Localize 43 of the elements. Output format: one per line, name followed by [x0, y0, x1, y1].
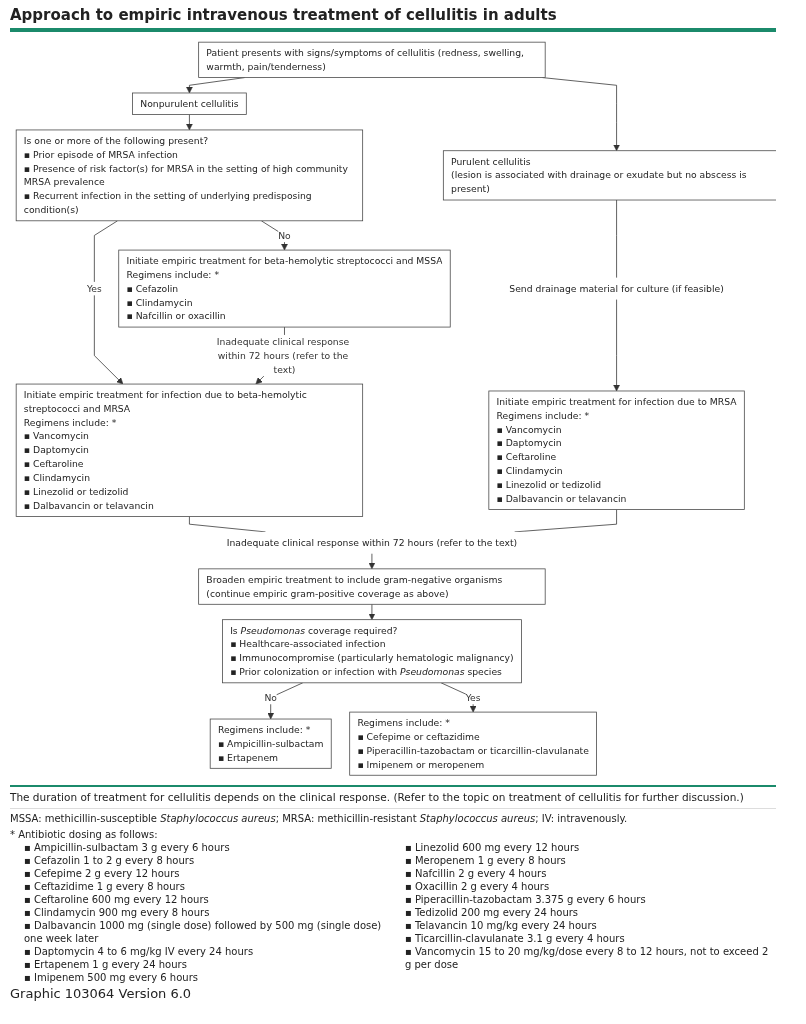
abbreviations-note: MSSA: methicillin-susceptible Staphylococcus aureus; MRSA: methicillin-resistant Staphylococcus aureus; IV: intravenously.: [10, 812, 629, 826]
node-box: Initiate empiric treatment for beta-hemolytic streptococci and MSSA Regimens include: * ▪ Cefazolin ▪ Clindamycin ▪ Nafcillin or oxacillin: [118, 249, 451, 328]
title: Approach to empiric intravenous treatment of cellulitis in adults: [10, 4, 776, 32]
connector: [616, 199, 617, 279]
dosing-item: ▪ Ertapenem 1 g every 24 hours: [24, 958, 188, 972]
dosing-item: ▪ Ticarcillin-clavulanate 3.1 g every 4 hours: [405, 932, 626, 946]
dosing-item: ▪ Daptomycin 4 to 6 mg/kg IV every 24 hours: [24, 945, 255, 959]
dosing-item: ▪ Cefazolin 1 to 2 g every 8 hours: [24, 854, 196, 868]
edge-label: Yes: [86, 283, 102, 294]
edge-label: No: [264, 692, 277, 703]
dosing-item: ▪ Telavancin 10 mg/kg every 24 hours: [405, 919, 598, 933]
node-box: Regimens include: * ▪ Ampicillin-sulbactam ▪ Ertapenem: [209, 718, 332, 769]
edge-label: Yes: [465, 692, 481, 703]
node-box: Patient presents with signs/symptoms of cellulitis (redness, swelling, warmth, pain/tenderness): [198, 41, 546, 78]
dosing-item: ▪ Cefepime 2 g every 12 hours: [24, 867, 181, 881]
node-text: Send drainage material for culture (if feasible): [509, 283, 724, 294]
node-box: Initiate empiric treatment for infection due to beta-hemolytic streptococci and MRSA Regimens include: * ▪ Vancomycin ▪ Daptomycin ▪ Ceftaroline ▪ Clindamycin ▪ Linezolid or tedizolid ▪ Dalbavancin or telavancin: [15, 383, 364, 517]
edge-label: No: [278, 230, 291, 241]
note-text: The duration of treatment for cellulitis depends on the clinical response. (Refer to the topic on treatment of cellulitis for further discussion.): [10, 785, 776, 810]
dosing-item: ▪ Imipenem 500 mg every 6 hours: [24, 971, 199, 985]
footnote-heading: * Antibiotic dosing as follows:: [10, 828, 159, 842]
node-box: Is one or more of the following present? ▪ Prior episode of MRSA infection ▪ Presence of risk factor(s) for MRSA in the setting of high community MRSA prevalence ▪ Recurrent infection in the setting of underlying predisposing condition(s): [15, 129, 364, 222]
dosing-item: ▪ Nafcillin 2 g every 4 hours: [405, 867, 548, 881]
node-box: Initiate empiric treatment for infection due to MRSA Regimens include: * ▪ Vancomycin ▪ Daptomycin ▪ Ceftaroline ▪ Clindamycin ▪ Linezolid or tedizolid ▪ Dalbavancin or telavancin: [488, 390, 745, 510]
dosing-item: ▪ Tedizolid 200 mg every 24 hours: [405, 906, 580, 920]
node-box: Nonpurulent cellulitis: [132, 92, 247, 115]
dosing-item: ▪ Ceftazidime 1 g every 8 hours: [24, 880, 186, 894]
node-box: Is Pseudomonas coverage required? ▪ Healthcare-associated infection ▪ Immunocompromise (particularly hematologic malignancy) ▪ Prior colonization or infection with Pseudomonas species: [222, 619, 522, 684]
node-box: Purulent cellulitis (lesion is associated with drainage or exudate but no abscess is present): [442, 150, 776, 201]
node-text: Inadequate clinical response within 72 hours (refer to the text): [226, 537, 518, 549]
edge-label: Inadequate clinical response within 72 hours (refer to the text): [216, 336, 350, 375]
dosing-item: ▪ Ampicillin-sulbactam 3 g every 6 hours: [24, 841, 231, 855]
dosing-item: ▪ Vancomycin 15 to 20 mg/kg/dose every 8 to 12 hours, not to exceed 2 g per dose: [405, 945, 770, 972]
node-box: Regimens include: * ▪ Cefepime or ceftazidime ▪ Piperacillin-tazobactam or ticarcillin-clavulanate ▪ Imipenem or meropenem: [349, 711, 597, 776]
dosing-item: ▪ Dalbavancin 1000 mg (single dose) followed by 500 mg (single dose) one week later: [24, 919, 383, 946]
dosing-item: ▪ Linezolid 600 mg every 12 hours: [405, 841, 581, 855]
dosing-item: ▪ Ceftaroline 600 mg every 12 hours: [24, 893, 210, 907]
version-text: Graphic 103064 Version 6.0: [10, 986, 193, 1002]
dosing-item: ▪ Piperacillin-tazobactam 3.375 g every 6 hours: [405, 893, 647, 907]
dosing-item: ▪ Clindamycin 900 mg every 8 hours: [24, 906, 211, 920]
dosing-item: ▪ Oxacillin 2 g every 4 hours: [405, 880, 551, 894]
dosing-item: ▪ Meropenem 1 g every 8 hours: [405, 854, 567, 868]
node-box: Broaden empiric treatment to include gram-negative organisms (continue empiric gram-positive coverage as above): [198, 568, 546, 605]
